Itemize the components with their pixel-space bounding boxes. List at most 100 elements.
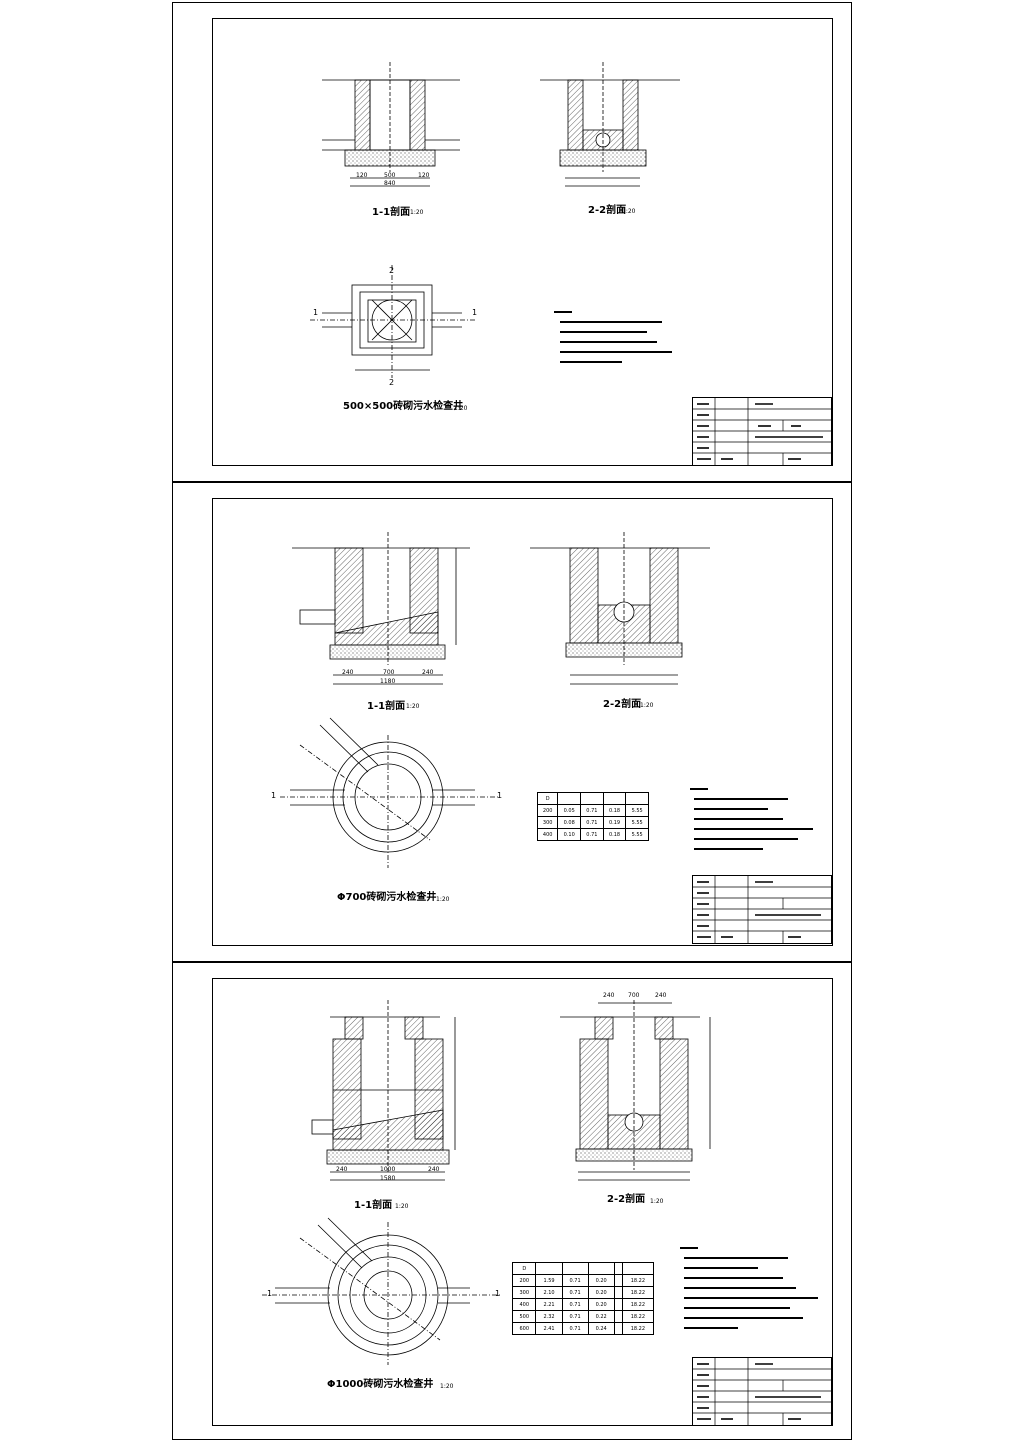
drawing-title: Φ1000砖砌污水检查井 [327, 1379, 434, 1390]
dimension: 840 [384, 180, 396, 187]
table-cell: 2.10 [535, 1286, 563, 1299]
section-label: 1-1剖面 [372, 207, 411, 218]
section-mark: 1 [495, 1289, 501, 1298]
table-cell: D [536, 792, 559, 805]
notes-block [552, 308, 682, 368]
notes-block [688, 785, 818, 860]
section-label: 2-2剖面 [603, 699, 642, 710]
dimension: 700 [628, 992, 640, 999]
section-scale: 1:20 [410, 209, 424, 216]
table-cell [557, 792, 582, 805]
table-cell: 0.71 [580, 816, 604, 829]
table-cell [613, 1286, 623, 1299]
drawing-title: 500×500砖砌污水检查井 [343, 401, 464, 412]
dimension: 1180 [380, 678, 396, 685]
dimension: 240 [342, 669, 354, 676]
sheet1-section-2-2 [540, 62, 680, 187]
table-cell [613, 1298, 623, 1311]
table-cell: 0.71 [561, 1322, 589, 1335]
sheet1-plan [310, 265, 476, 378]
dimension: 240 [603, 992, 615, 999]
table-cell [613, 1310, 623, 1323]
table-cell: 0.19 [602, 816, 627, 829]
table-cell: 0.71 [561, 1298, 589, 1311]
table-cell: 2.32 [535, 1310, 563, 1323]
title-block-grid [693, 1358, 831, 1425]
drawing-sheet-2 [172, 482, 852, 962]
table-cell: 0.20 [587, 1274, 615, 1287]
table-cell: 5.55 [625, 828, 649, 841]
section-mark: 1 [472, 308, 478, 317]
dimension: 240 [655, 992, 667, 999]
section-label: 2-2剖面 [588, 205, 627, 216]
table-cell [621, 1262, 655, 1275]
dimension: 1580 [380, 1175, 396, 1182]
table-cell: 18.22 [621, 1286, 655, 1299]
section-mark: 1 [313, 308, 319, 317]
table-cell: 0.71 [580, 804, 604, 817]
title-block [692, 397, 832, 466]
table-row: D [511, 1262, 655, 1275]
table-cell [613, 1322, 623, 1335]
drawing-scale: 1:20 [440, 1383, 454, 1390]
drawing-frame-3 [212, 978, 833, 1426]
drawing-frame-1 [212, 18, 833, 466]
section-label: 1-1剖面 [354, 1200, 393, 1211]
table-cell [625, 792, 649, 805]
table-cell [602, 792, 627, 805]
table-row: D [536, 792, 649, 805]
section-label: 2-2剖面 [607, 1194, 646, 1205]
title-block [692, 875, 832, 944]
table-cell: 0.71 [561, 1274, 589, 1287]
table-cell: 0.18 [602, 804, 627, 817]
table-cell [561, 1262, 589, 1275]
sheet3-section-2-2 [560, 1000, 711, 1181]
table-cell: 400 [511, 1298, 537, 1311]
notes-lines [690, 788, 813, 850]
title-block-grid [693, 876, 831, 943]
section-scale: 1:20 [622, 208, 636, 215]
table-cell: 600 [511, 1322, 537, 1335]
table-cell: D [511, 1262, 537, 1275]
section-mark: 1 [497, 791, 503, 800]
section-label: 1-1剖面 [367, 701, 406, 712]
section-scale: 1:20 [395, 1203, 409, 1210]
table-cell [613, 1274, 623, 1287]
title-block [692, 1357, 832, 1426]
dimension: 500 [384, 172, 396, 179]
title-block-grid [693, 398, 831, 465]
table-cell: 200 [511, 1274, 537, 1287]
table-cell: 1.59 [535, 1274, 563, 1287]
table-cell: 0.10 [557, 828, 582, 841]
table-cell: 200 [536, 804, 559, 817]
table-cell: 5.55 [625, 804, 649, 817]
dimension: 240 [336, 1166, 348, 1173]
table-cell: 0.24 [587, 1322, 615, 1335]
section-mark: 2 [389, 266, 395, 275]
table-cell: 0.05 [557, 804, 582, 817]
table-cell: 300 [536, 816, 559, 829]
table-cell [535, 1262, 563, 1275]
drawing-frame-2 [212, 498, 833, 946]
sheet2-section-2-2 [530, 532, 710, 685]
table-cell: 0.22 [587, 1310, 615, 1323]
section-scale: 1:20 [650, 1198, 664, 1205]
table-cell: 500 [511, 1310, 537, 1323]
table-cell: 18.22 [621, 1310, 655, 1323]
dimension: 120 [418, 172, 430, 179]
table-cell: 0.08 [557, 816, 582, 829]
dimension: 1000 [380, 1166, 396, 1173]
table-cell: 0.71 [561, 1286, 589, 1299]
sheet1-section-1-1 [322, 62, 460, 187]
table-cell [613, 1262, 623, 1275]
sheet2-plan [280, 717, 500, 868]
table-cell: 0.20 [587, 1298, 615, 1311]
